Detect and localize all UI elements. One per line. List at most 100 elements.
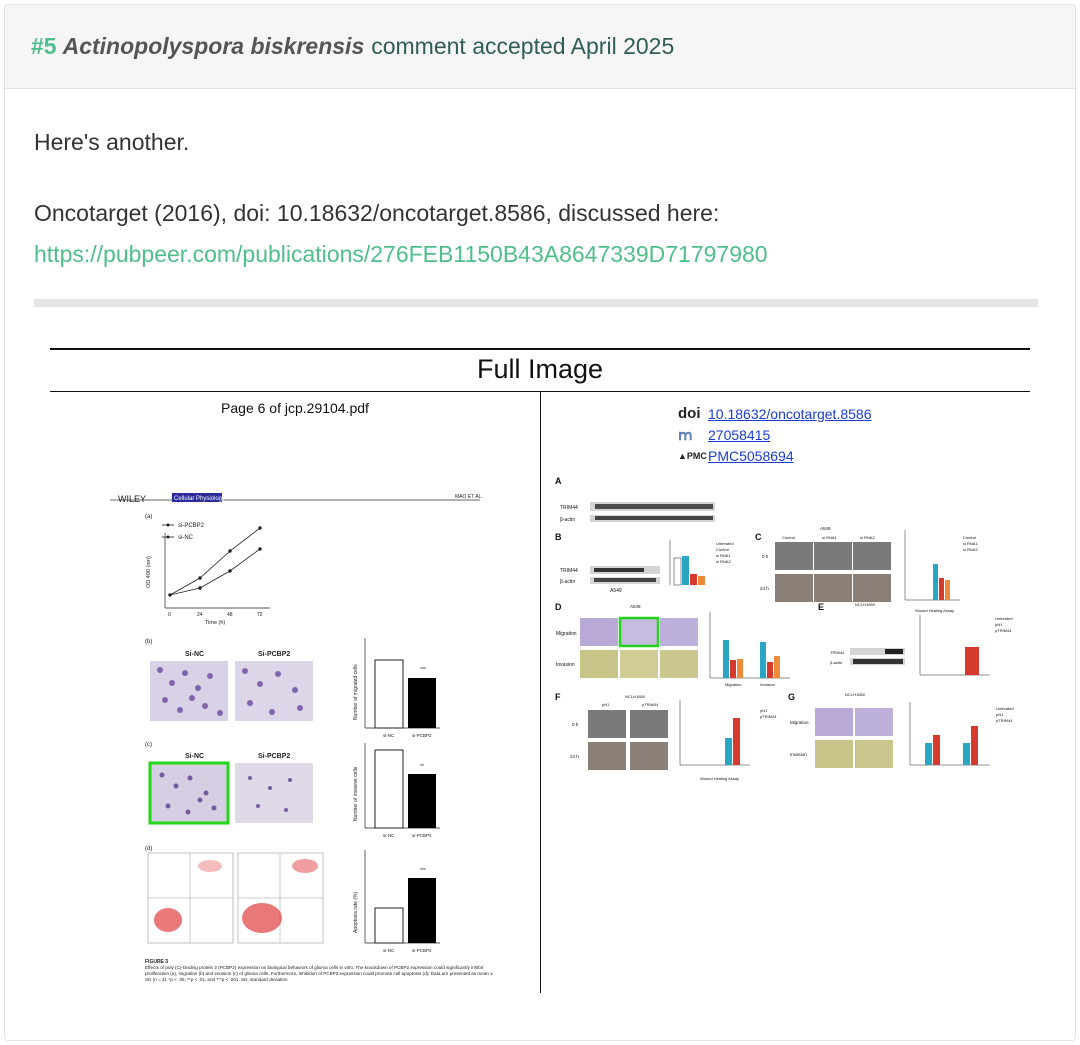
divider	[34, 299, 1038, 307]
svg-text:24: 24	[197, 612, 203, 618]
pmc-icon: ▲PMC	[678, 450, 707, 461]
doi-icon: doi	[678, 405, 701, 422]
comment-line-1: Here's another.	[34, 129, 190, 155]
svg-text:(a): (a)	[145, 514, 152, 520]
svg-text:Migration: Migration	[725, 682, 741, 687]
pubpeer-link[interactable]: https://pubpeer.com/publications/276FEB1…	[34, 241, 768, 267]
svg-text:pTRIM44: pTRIM44	[995, 628, 1012, 633]
svg-text:24 h: 24 h	[760, 586, 769, 591]
svg-text:si RNA2: si RNA2	[716, 559, 731, 564]
svg-text:E: E	[818, 602, 824, 612]
svg-text:NCI-H1650: NCI-H1650	[625, 694, 646, 699]
reference-links: doi 10.18632/oncotarget.8586 ⅿ 27058415 ▲P…	[678, 403, 871, 466]
svg-text:pN1: pN1	[996, 712, 1004, 717]
svg-text:Untreated: Untreated	[995, 616, 1013, 621]
svg-text:si RNA1: si RNA1	[822, 535, 837, 540]
svg-text:Si-PCBP2: Si-PCBP2	[258, 651, 290, 658]
comment-number[interactable]: #5	[31, 33, 57, 59]
svg-text:Wound Healing Assay: Wound Healing Assay	[915, 608, 954, 613]
svg-text:D: D	[555, 602, 562, 612]
left-figure-panel: WILEY Cellular Physiology MAO ET AL. (a)…	[110, 493, 493, 982]
journal-banner: Cellular Physiology	[174, 496, 225, 502]
svg-text:Control: Control	[963, 535, 976, 540]
svg-text:B: B	[555, 532, 562, 542]
svg-text:Invasion: Invasion	[556, 662, 575, 668]
pmc-link[interactable]: PMC5058694	[708, 447, 794, 464]
svg-text:A549: A549	[610, 588, 622, 594]
svg-text:(d): (d)	[145, 846, 152, 852]
svg-text:A549: A549	[820, 526, 831, 531]
comment-header: #5 Actinopolyspora biskrensis comment ac…	[5, 5, 1075, 89]
right-figure-panel: A TRIM44 β-actin B TRIM44 β-actin A549 U…	[555, 476, 1014, 781]
svg-text:24 h: 24 h	[570, 754, 579, 759]
svg-text:si-PCBP2: si-PCBP2	[412, 948, 432, 953]
svg-text:0: 0	[168, 612, 171, 618]
pmid-link[interactable]: 27058415	[708, 426, 771, 443]
svg-text:pTRIM44: pTRIM44	[642, 702, 659, 707]
svg-text:Untreated: Untreated	[996, 706, 1014, 711]
svg-text:Apoptosis rate (%): Apoptosis rate (%)	[353, 892, 359, 933]
svg-text:pTRIM44: pTRIM44	[760, 714, 777, 719]
svg-text:NCI-H1650: NCI-H1650	[855, 602, 876, 607]
svg-text:Number of invasive cells: Number of invasive cells	[353, 766, 359, 821]
svg-text:Control: Control	[716, 547, 729, 552]
svg-text:Invasion: Invasion	[760, 682, 775, 687]
svg-text:G: G	[788, 692, 795, 702]
svg-text:si-PCBP2: si-PCBP2	[412, 833, 432, 838]
svg-text:Control: Control	[782, 535, 795, 540]
figure-caption: Effects of poly (C)-binding protein 2 (P…	[145, 965, 493, 982]
svg-text:72: 72	[257, 612, 263, 618]
svg-text:Si-NC: Si-NC	[185, 753, 204, 760]
figure-top-rule	[50, 348, 1030, 350]
svg-text:pN1: pN1	[760, 708, 768, 713]
svg-text:***: ***	[420, 667, 426, 673]
left-page-caption: Page 6 of jcp.29104.pdf	[221, 400, 369, 416]
svg-text:48: 48	[227, 612, 233, 618]
svg-text:TRIM44: TRIM44	[830, 650, 845, 655]
journal-name: WILEY	[118, 494, 146, 504]
svg-text:si-NC: si-NC	[383, 733, 395, 738]
author-label: MAO ET AL.	[455, 494, 483, 500]
svg-text:Invasion: Invasion	[790, 752, 807, 757]
svg-text:si RNA1: si RNA1	[963, 541, 978, 546]
svg-text:A: A	[555, 476, 562, 486]
svg-text:pN1: pN1	[602, 702, 610, 707]
svg-text:Untreated: Untreated	[716, 541, 734, 546]
svg-text:NCI-H1650: NCI-H1650	[845, 692, 866, 697]
svg-text:pN1: pN1	[995, 622, 1003, 627]
svg-text:si RNA2: si RNA2	[963, 547, 978, 552]
svg-text:C: C	[755, 532, 762, 542]
figure-column-divider	[540, 391, 541, 993]
svg-text:FIGURE 3: FIGURE 3	[145, 959, 168, 965]
svg-text:(b): (b)	[145, 639, 152, 645]
doi-link[interactable]: 10.18632/oncotarget.8586	[708, 405, 872, 422]
svg-text:**: **	[420, 764, 424, 770]
svg-text:(c): (c)	[145, 742, 152, 748]
svg-text:β-actin: β-actin	[560, 517, 575, 523]
svg-text:OD 490 (nm): OD 490 (nm)	[146, 556, 152, 588]
svg-text:***: ***	[420, 868, 426, 874]
svg-text:si RNA2: si RNA2	[860, 535, 875, 540]
svg-text:β-actin: β-actin	[830, 660, 842, 665]
svg-text:Migration: Migration	[790, 720, 809, 725]
svg-text:si-PCBP2: si-PCBP2	[178, 523, 205, 529]
comment-status: comment accepted April 2025	[371, 33, 675, 59]
svg-text:Number of migrated cells: Number of migrated cells	[353, 664, 359, 720]
pubmed-icon: ⅿ	[678, 426, 693, 444]
svg-text:si-PCBP2: si-PCBP2	[412, 733, 432, 738]
svg-text:Migration: Migration	[556, 631, 577, 637]
svg-text:Si-PCBP2: Si-PCBP2	[258, 753, 290, 760]
svg-text:TRIM44: TRIM44	[560, 505, 578, 511]
svg-text:Time (h): Time (h)	[205, 620, 225, 626]
species-name: Actinopolyspora biskrensis	[62, 33, 365, 59]
svg-text:TRIM44: TRIM44	[560, 568, 578, 574]
svg-text:A549: A549	[630, 604, 641, 609]
svg-text:Si-NC: Si-NC	[185, 651, 204, 658]
svg-text:0 h: 0 h	[572, 722, 579, 727]
svg-text:si-NC: si-NC	[383, 833, 395, 838]
svg-text:β-actin: β-actin	[560, 579, 575, 585]
svg-text:si-NC: si-NC	[178, 535, 194, 541]
comment-line-2: Oncotarget (2016), doi: 10.18632/oncotar…	[34, 200, 720, 226]
svg-text:si-NC: si-NC	[383, 948, 395, 953]
